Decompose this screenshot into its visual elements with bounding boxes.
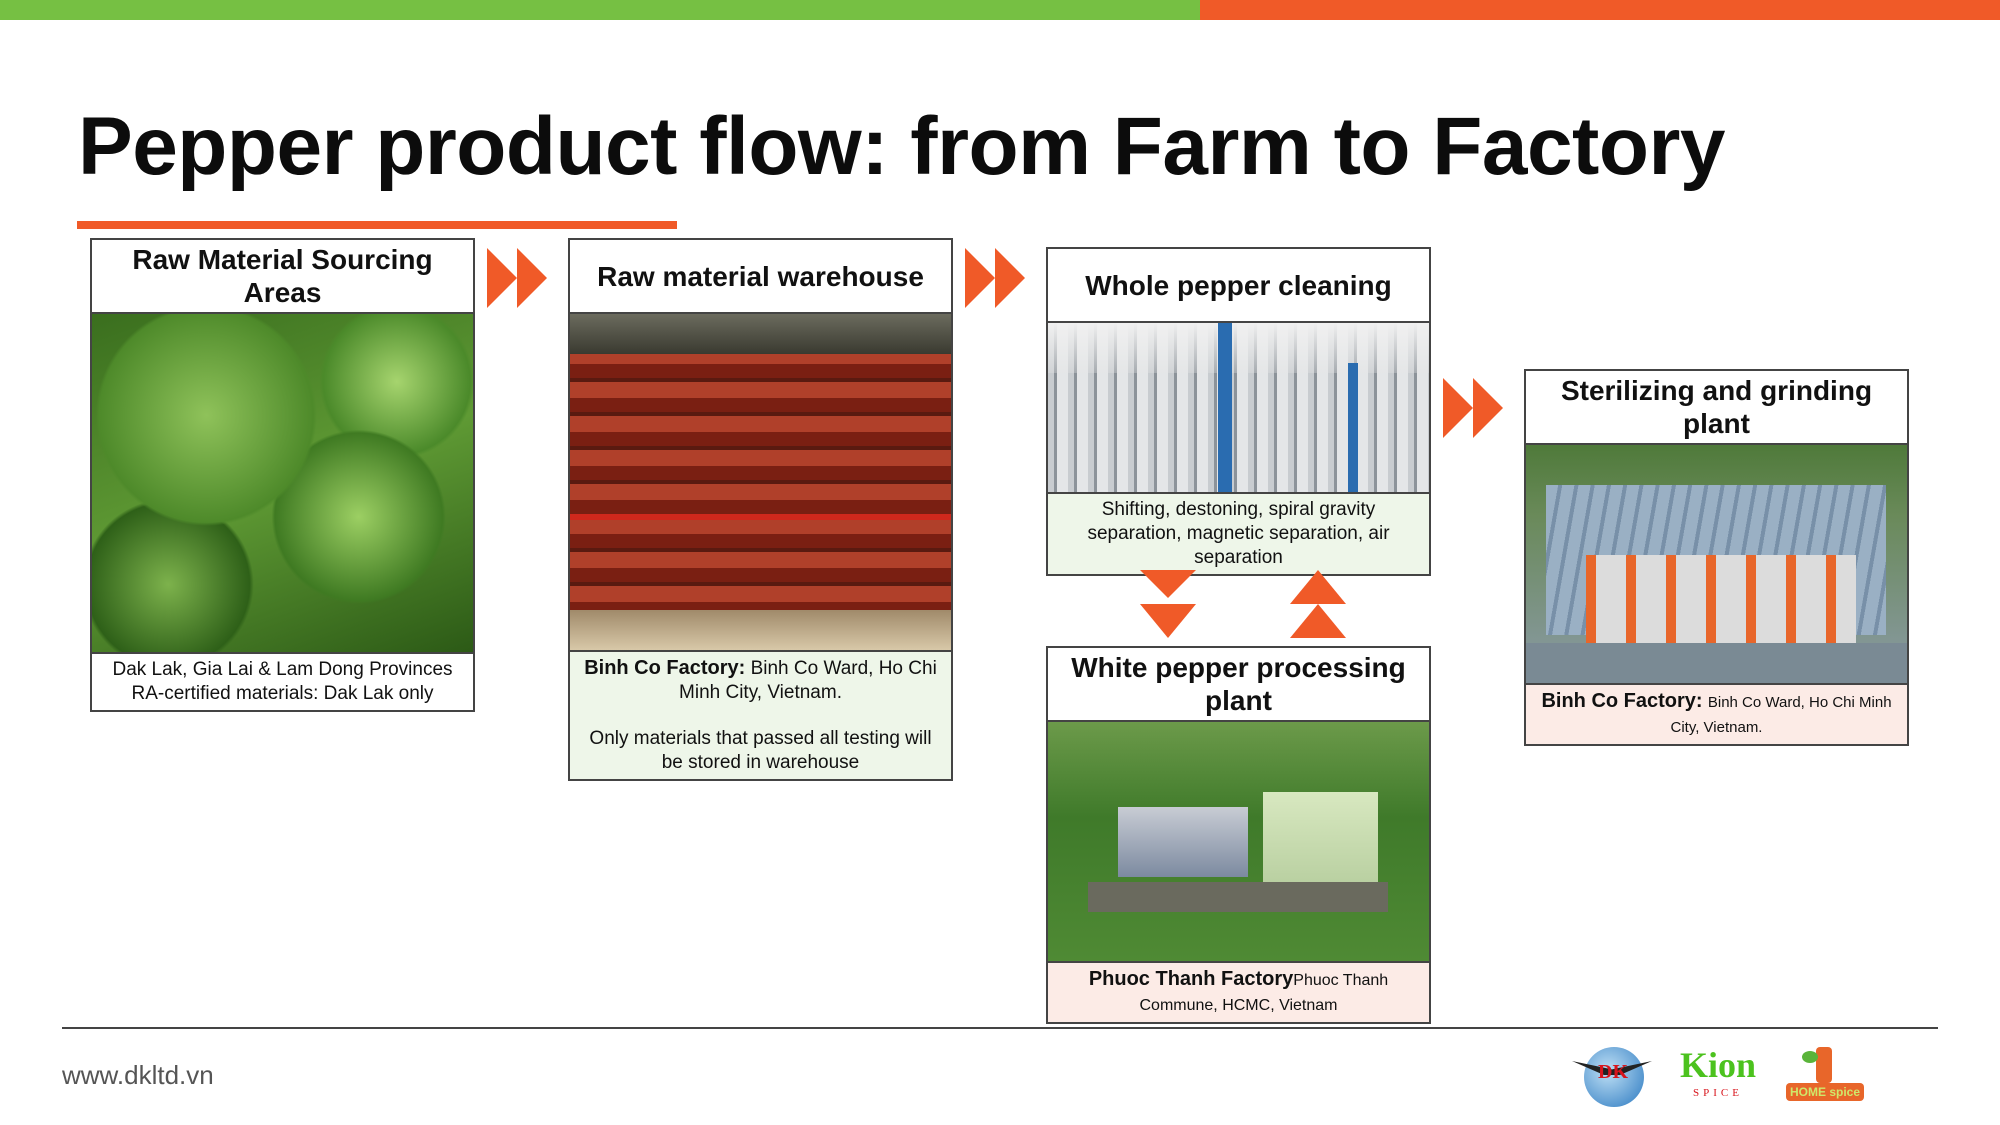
- warehouse-image: [568, 314, 953, 650]
- caption-bold: Binh Co Factory:: [584, 657, 746, 679]
- caption-text: Binh Co Ward, Ho Chi Minh City, Vietnam.: [1670, 694, 1892, 736]
- step-header: Raw material warehouse: [568, 238, 953, 314]
- step-caption: Phuoc Thanh FactoryPhuoc Thanh Commune, …: [1046, 961, 1431, 1024]
- page-title: Pepper product flow: from Farm to Factor…: [78, 101, 1725, 192]
- step-caption: Binh Co Factory: Binh Co Ward, Ho Chi Mi…: [568, 650, 953, 781]
- double-arrow-up-icon: [1290, 570, 1346, 638]
- top-bar-green: [0, 0, 1200, 20]
- home-spice-logo: HOME spice: [1784, 1043, 1866, 1113]
- title-underline: [77, 221, 677, 229]
- website-link[interactable]: www.dkltd.vn: [62, 1060, 214, 1090]
- pepper-plant-image: [90, 314, 475, 652]
- step-cleaning: Whole pepper cleaning Shifting, destonin…: [1046, 247, 1431, 576]
- caption-bold: Phuoc Thanh Factory: [1088, 968, 1294, 990]
- step-caption: Shifting, destoning, spiral gravity sepa…: [1046, 492, 1431, 576]
- caption-line: Dak Lak, Gia Lai & Lam Dong Provinces: [112, 659, 453, 680]
- white-pepper-plant-image: [1046, 722, 1431, 961]
- step-header: Whole pepper cleaning: [1046, 247, 1431, 323]
- dk-logo: DK: [1572, 1043, 1652, 1113]
- top-bar-orange: [1200, 0, 2000, 20]
- logo-text: HOME spice: [1786, 1083, 1864, 1101]
- logo-text: DK: [1598, 1061, 1628, 1083]
- step-sourcing: Raw Material Sourcing Areas Dak Lak, Gia…: [90, 238, 475, 712]
- double-arrow-right-icon: [965, 248, 1025, 308]
- double-arrow-down-icon: [1140, 570, 1196, 638]
- sterilizing-plant-image: [1524, 445, 1909, 683]
- logo-text: SPICE: [1693, 1087, 1743, 1099]
- caption-line: RA-certified materials: Dak Lak only: [131, 683, 434, 704]
- step-sterilizing: Sterilizing and grinding plant Binh Co F…: [1524, 369, 1909, 746]
- caption-text: Phuoc Thanh Commune, HCMC, Vietnam: [1139, 972, 1389, 1014]
- step-header: Sterilizing and grinding plant: [1524, 369, 1909, 445]
- double-arrow-right-icon: [487, 248, 547, 308]
- kion-spice-logo: Kion SPICE: [1668, 1043, 1768, 1113]
- caption-text: Binh Co Ward, Ho Chi Minh City, Vietnam.: [679, 658, 937, 703]
- footer-divider: [62, 1027, 1938, 1029]
- step-caption: Dak Lak, Gia Lai & Lam Dong Provinces RA…: [90, 652, 475, 712]
- step-white-pepper: White pepper processing plant Phuoc Than…: [1046, 646, 1431, 1024]
- logo-text: Kion: [1679, 1045, 1757, 1085]
- step-warehouse: Raw material warehouse Binh Co Factory: …: [568, 238, 953, 781]
- double-arrow-right-icon: [1443, 378, 1503, 438]
- caption-bold: Binh Co Factory:: [1541, 690, 1703, 712]
- cleaning-machinery-image: [1046, 323, 1431, 492]
- step-header: Raw Material Sourcing Areas: [90, 238, 475, 314]
- step-header: White pepper processing plant: [1046, 646, 1431, 722]
- step-caption: Binh Co Factory: Binh Co Ward, Ho Chi Mi…: [1524, 683, 1909, 746]
- caption-note: Only materials that passed all testing w…: [589, 728, 932, 773]
